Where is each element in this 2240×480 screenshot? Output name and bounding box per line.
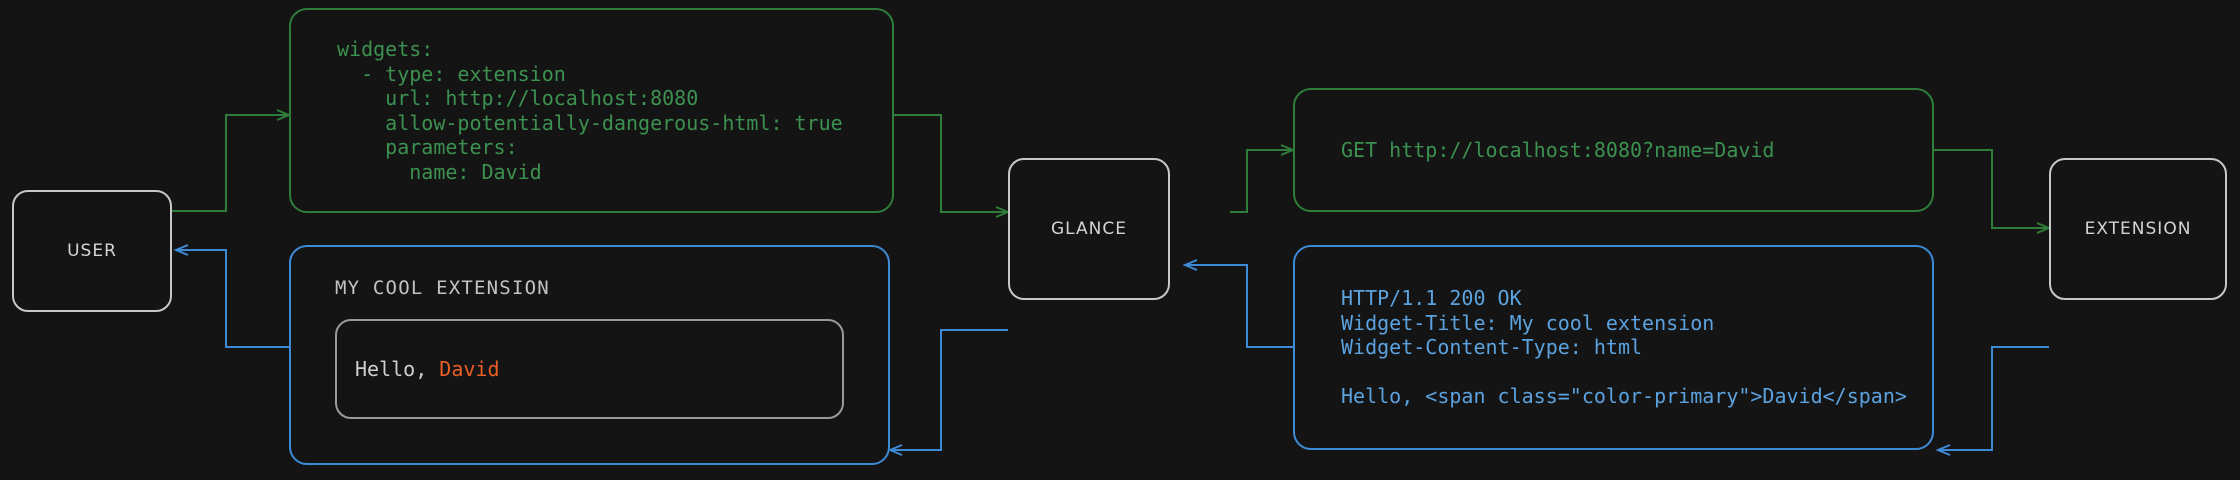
edge-response-to-glance bbox=[1182, 259, 1293, 348]
config-line: widgets: bbox=[337, 37, 434, 61]
node-extension[interactable]: EXTENSION bbox=[2049, 158, 2227, 300]
response-line: Widget-Content-Type: html bbox=[1341, 335, 1643, 360]
edge-extension-to-response bbox=[1935, 346, 2049, 456]
edge-glance-to-widget bbox=[887, 329, 1008, 456]
widget-greeting-prefix: Hello, bbox=[355, 357, 440, 381]
widget-preview-card: MY COOL EXTENSION Hello, David bbox=[289, 245, 890, 465]
http-request-block: GET http://localhost:8080?name=David bbox=[1293, 88, 1934, 212]
config-line: allow-potentially-dangerous-html: true bbox=[337, 110, 843, 135]
widget-greeting: Hello, David bbox=[355, 357, 500, 381]
node-user-label: USER bbox=[67, 241, 117, 261]
node-glance[interactable]: GLANCE bbox=[1008, 158, 1170, 300]
response-line: HTTP/1.1 200 OK bbox=[1341, 286, 1522, 311]
edge-widget-to-user bbox=[173, 244, 289, 348]
response-line: Widget-Title: My cool extension bbox=[1341, 310, 1715, 335]
config-line: name: David bbox=[337, 159, 542, 184]
config-line: parameters: bbox=[337, 135, 518, 159]
widget-preview-title: MY COOL EXTENSION bbox=[335, 277, 550, 299]
node-extension-label: EXTENSION bbox=[2084, 219, 2192, 239]
config-line: url: http://localhost:8080 bbox=[337, 86, 699, 110]
widget-greeting-name: David bbox=[439, 357, 500, 381]
response-line: Hello, <span class="color-primary">David… bbox=[1341, 384, 1907, 409]
edge-config-to-glance bbox=[894, 114, 1011, 218]
node-user[interactable]: USER bbox=[12, 190, 172, 312]
edge-glance-to-request bbox=[1230, 144, 1296, 213]
edge-user-to-config bbox=[172, 109, 292, 212]
request-line: GET http://localhost:8080?name=David bbox=[1341, 137, 1775, 162]
node-glance-label: GLANCE bbox=[1051, 219, 1127, 239]
widget-preview-body: Hello, David bbox=[335, 319, 844, 419]
http-response-block: HTTP/1.1 200 OK Widget-Title: My cool ex… bbox=[1293, 245, 1934, 450]
config-line: - type: extension bbox=[337, 61, 566, 86]
config-yaml-block: widgets: - type: extension url: http://l… bbox=[289, 8, 894, 213]
edge-request-to-extension bbox=[1934, 149, 2052, 234]
